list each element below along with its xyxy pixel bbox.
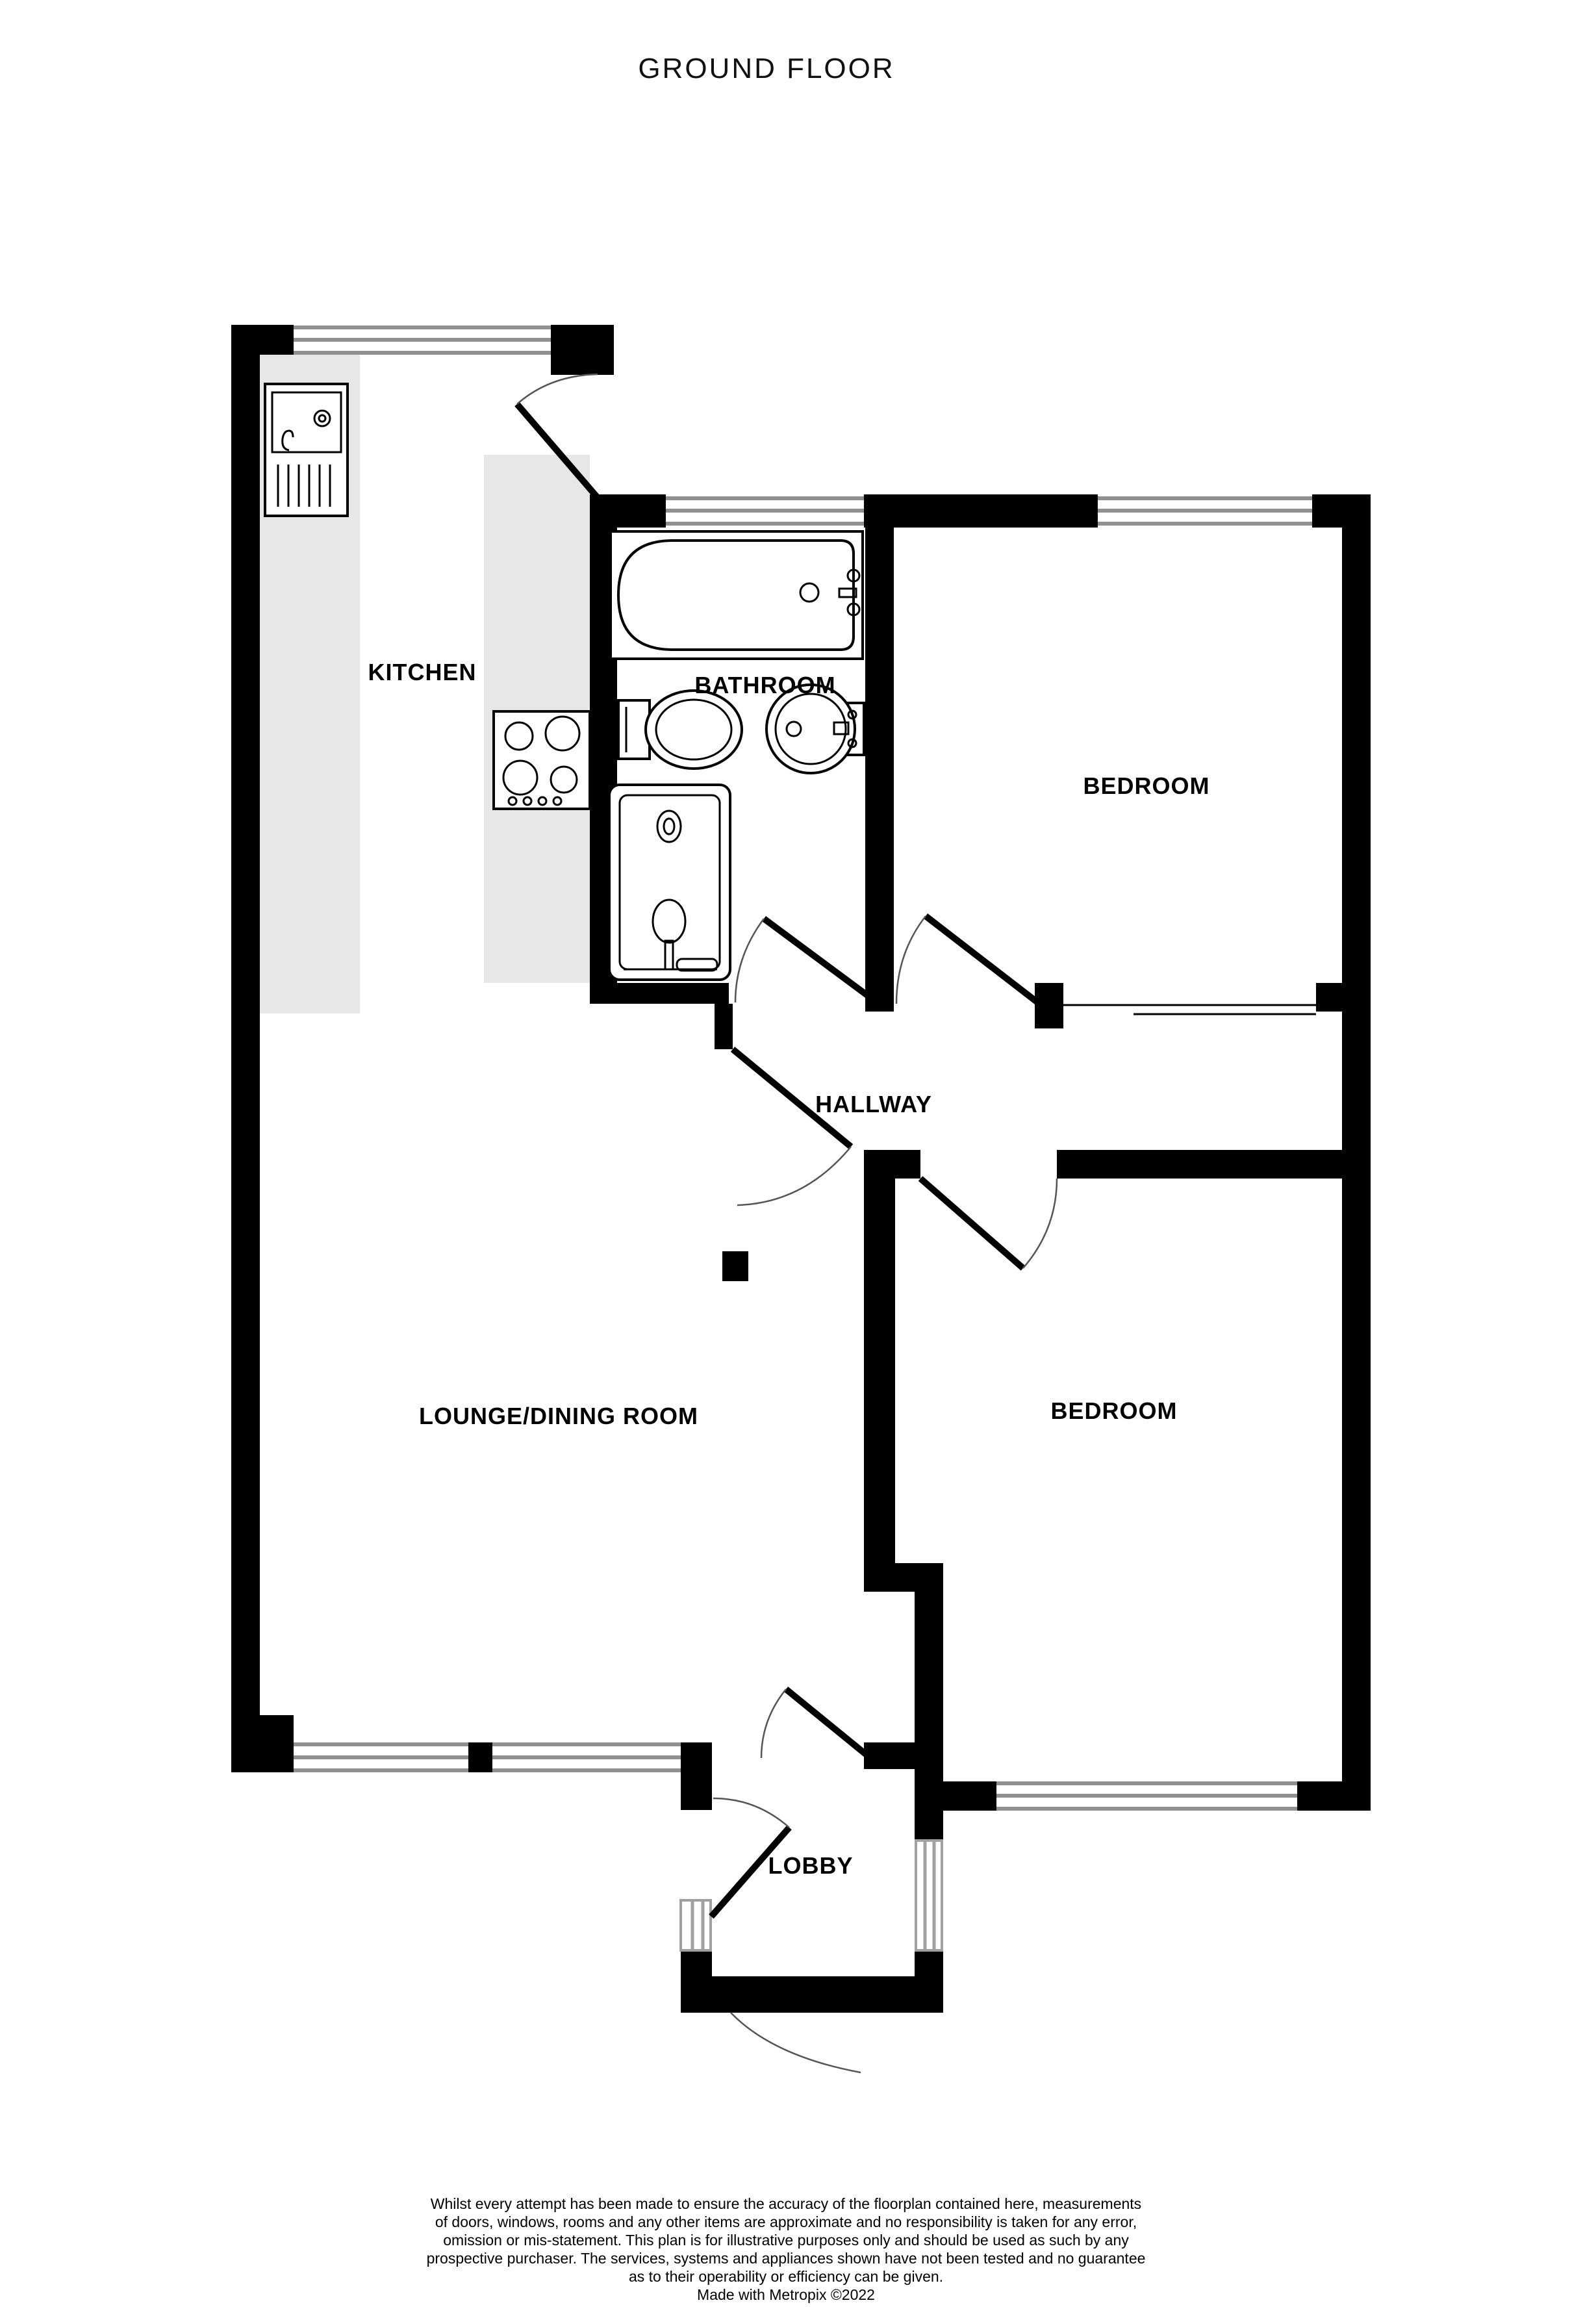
door-bedroom-1: [895, 913, 1042, 1006]
windows: [294, 325, 1312, 1952]
disclaimer-line: Whilst every attempt has been made to en…: [431, 2195, 1141, 2212]
room-label-lounge: LOUNGE/DINING ROOM: [419, 1403, 698, 1429]
wash-basin: [765, 683, 865, 774]
room-labels: KITCHEN BATHROOM BEDROOM HALLWAY LOUNGE/…: [368, 659, 1210, 1879]
doors: [514, 373, 1058, 2074]
room-label-kitchen: KITCHEN: [368, 659, 477, 685]
room-label-bedroom-1: BEDROOM: [1083, 772, 1210, 799]
room-label-bathroom: BATHROOM: [694, 672, 835, 698]
door-bathroom: [734, 915, 879, 1006]
window-bedroom-2: [996, 1781, 1297, 1811]
disclaimer-credit: Made with Metropix ©2022: [697, 2286, 875, 2303]
walls: [231, 325, 1371, 2013]
door-lounge: [730, 1047, 854, 1206]
room-label-hallway: HALLWAY: [815, 1091, 932, 1117]
window-bathroom: [666, 496, 864, 526]
door-bedroom-2: [918, 1176, 1058, 1271]
bathtub: [609, 530, 864, 660]
window-lounge-left: [294, 1742, 468, 1772]
disclaimer-line: of doors, windows, rooms and any other i…: [435, 2213, 1137, 2230]
door-kitchen: [514, 373, 600, 500]
window-kitchen: [294, 325, 551, 355]
door-lobby: [760, 1687, 873, 1761]
shower-enclosure: [608, 784, 731, 981]
room-label-lobby: LOBBY: [768, 1852, 854, 1879]
toilet: [617, 689, 743, 770]
room-label-bedroom-2: BEDROOM: [1051, 1397, 1178, 1424]
kitchen-hob: [492, 710, 591, 810]
window-lounge-right: [492, 1742, 681, 1772]
window-lobby-left: [679, 1899, 712, 1952]
disclaimer: Whilst every attempt has been made to en…: [427, 2195, 1146, 2303]
disclaimer-line: as to their operability or efficiency ca…: [629, 2268, 943, 2285]
window-bedroom-1: [1098, 496, 1312, 526]
window-lobby-right: [915, 1839, 943, 1952]
kitchen-sink: [264, 383, 349, 517]
page-title: GROUND FLOOR: [638, 53, 894, 84]
disclaimer-line: omission or mis-statement. This plan is …: [443, 2232, 1129, 2249]
door-entrance: [709, 1797, 861, 2074]
disclaimer-line: prospective purchaser. The services, sys…: [427, 2250, 1146, 2267]
